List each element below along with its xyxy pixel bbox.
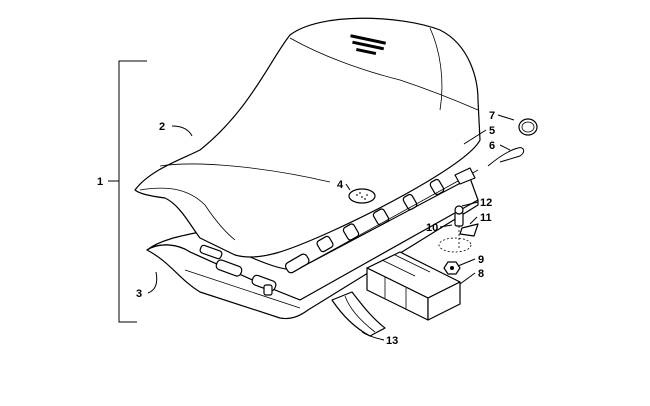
nut-hole <box>450 266 454 270</box>
strap-part <box>331 291 386 337</box>
callout-10: 10 <box>426 222 438 234</box>
leader-line-10 <box>439 224 453 228</box>
callout-12: 12 <box>480 197 492 209</box>
callout-8: 8 <box>478 268 484 280</box>
callout-7: 7 <box>489 110 495 122</box>
callout-11: 11 <box>480 212 492 224</box>
leader-line-13 <box>361 331 385 341</box>
leader-line-6 <box>499 144 511 151</box>
ring-inner <box>521 121 535 133</box>
ring-part <box>518 118 538 136</box>
leader-line-5 <box>463 129 487 145</box>
latch-assembly <box>438 167 479 253</box>
leader-line-9 <box>457 258 476 267</box>
leader-line-7 <box>497 114 515 121</box>
callout-1: 1 <box>97 176 103 188</box>
leader-line-11 <box>469 216 478 225</box>
seat-base <box>146 177 479 320</box>
callout-9: 9 <box>478 254 484 266</box>
leader-line-3 <box>147 271 158 294</box>
clip-part <box>487 147 525 167</box>
leader-line-12 <box>461 201 479 207</box>
callout-5: 5 <box>489 125 495 137</box>
leader-line-4 <box>345 183 351 191</box>
callout-4: 4 <box>337 179 344 191</box>
callout-13: 13 <box>386 335 398 347</box>
callout-6: 6 <box>489 140 495 152</box>
leader-line-8 <box>459 272 476 285</box>
callout-2: 2 <box>159 121 165 133</box>
foam-block-part <box>366 251 461 321</box>
callout-3: 3 <box>136 288 142 300</box>
assembly-bracket <box>118 60 147 323</box>
leader-line-2 <box>171 125 193 137</box>
seat-cover <box>134 17 481 269</box>
decal-dots <box>356 192 368 200</box>
